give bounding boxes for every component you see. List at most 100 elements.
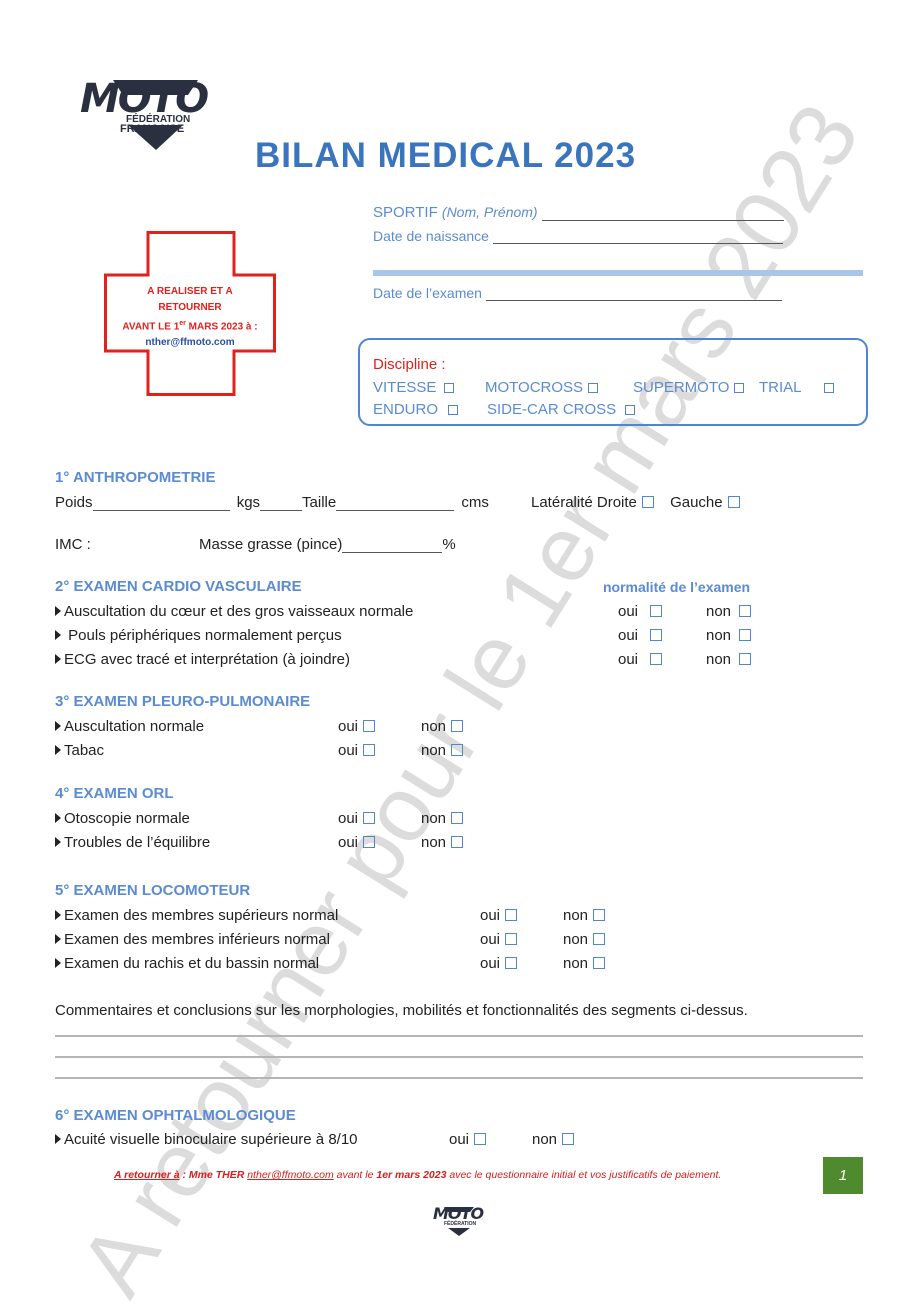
comment-line-1[interactable] — [55, 1035, 863, 1037]
poids-field[interactable] — [92, 496, 230, 511]
cardio-oui-2[interactable]: oui — [618, 627, 663, 644]
checkbox-icon[interactable] — [823, 383, 834, 393]
checkbox-icon[interactable] — [650, 653, 663, 665]
orl-oui-2[interactable]: oui — [338, 834, 376, 851]
discipline-motocross[interactable]: MOTOCROSS — [485, 379, 599, 396]
loco-item-2: Examen des membres inférieurs normal — [55, 931, 330, 948]
cardio-non-3[interactable]: non — [706, 651, 752, 668]
footer-logo-text: MOTO — [433, 1204, 484, 1223]
arrow-right-icon — [55, 654, 61, 664]
checkbox-icon[interactable] — [448, 405, 459, 415]
checkbox-icon[interactable] — [444, 383, 455, 393]
loco-item-1: Examen des membres supérieurs normal — [55, 907, 338, 924]
pleuro-oui-2[interactable]: oui — [338, 742, 376, 759]
checkbox-icon[interactable] — [562, 1133, 575, 1145]
footer-logo-sub: FÉDÉRATION — [444, 1221, 477, 1227]
gauche-checkbox[interactable] — [727, 496, 740, 508]
pleuro-oui-1[interactable]: oui — [338, 718, 376, 735]
arrow-right-icon — [55, 958, 61, 968]
checkbox-icon[interactable] — [363, 720, 376, 732]
section-locomoteur: 5° EXAMEN LOCOMOTEUR — [55, 882, 251, 899]
birth-field[interactable]: Date de naissance — [373, 228, 783, 244]
checkbox-icon[interactable] — [593, 957, 606, 969]
pleuro-item-1: Auscultation normale — [55, 718, 204, 735]
red-cross: A REALISER ET A RETOURNER AVANT LE 1er M… — [104, 231, 276, 396]
loco-non-2[interactable]: non — [563, 931, 606, 948]
discipline-enduro[interactable]: ENDURO — [373, 401, 459, 418]
discipline-box — [358, 338, 868, 426]
exam-date-field[interactable]: Date de l’examen — [373, 285, 782, 301]
checkbox-icon[interactable] — [593, 909, 606, 921]
loco-item-3: Examen du rachis et du bassin normal — [55, 955, 319, 972]
checkbox-icon[interactable] — [588, 383, 599, 393]
section-anthropometrie: 1° ANTHROPOMETRIE — [55, 469, 216, 486]
checkbox-icon[interactable] — [451, 836, 464, 848]
arrow-right-icon — [55, 934, 61, 944]
checkbox-icon[interactable] — [451, 744, 464, 756]
section-cardio: 2° EXAMEN CARDIO VASCULAIRE — [55, 578, 302, 595]
loco-oui-1[interactable]: oui — [480, 907, 518, 924]
loco-non-1[interactable]: non — [563, 907, 606, 924]
sportif-field[interactable]: SPORTIF (Nom, Prénom) — [373, 204, 784, 221]
checkbox-icon[interactable] — [363, 744, 376, 756]
orl-item-2: Troubles de l’équilibre — [55, 834, 210, 851]
ophtalmo-non-1[interactable]: non — [532, 1131, 575, 1148]
checkbox-icon[interactable] — [625, 405, 636, 415]
discipline-sidecar[interactable]: SIDE-CAR CROSS — [487, 401, 636, 418]
sportif-line[interactable] — [541, 206, 784, 221]
orl-oui-1[interactable]: oui — [338, 810, 376, 827]
checkbox-icon[interactable] — [650, 605, 663, 617]
sportif-label: SPORTIF — [373, 204, 438, 221]
page-number: 1 — [838, 1167, 848, 1184]
loco-oui-2[interactable]: oui — [480, 931, 518, 948]
orl-non-1[interactable]: non — [421, 810, 464, 827]
blue-separator — [373, 270, 863, 276]
ophtalmo-oui-1[interactable]: oui — [449, 1131, 487, 1148]
checkbox-icon[interactable] — [363, 812, 376, 824]
comment-line-3[interactable] — [55, 1077, 863, 1079]
logo-sub1: FÉDÉRATION — [126, 114, 191, 125]
loco-oui-3[interactable]: oui — [480, 955, 518, 972]
cardio-oui-3[interactable]: oui — [618, 651, 663, 668]
loco-non-3[interactable]: non — [563, 955, 606, 972]
checkbox-icon[interactable] — [739, 605, 752, 617]
comment-line-2[interactable] — [55, 1056, 863, 1058]
cardio-item-1: Auscultation du cœur et des gros vaissea… — [55, 603, 413, 620]
arrow-right-icon — [55, 745, 61, 755]
checkbox-icon[interactable] — [505, 957, 518, 969]
cardio-oui-1[interactable]: oui — [618, 603, 663, 620]
discipline-supermoto[interactable]: SUPERMOTO — [633, 379, 745, 396]
checkbox-icon[interactable] — [650, 629, 663, 641]
checkbox-icon[interactable] — [363, 836, 376, 848]
droite-checkbox[interactable] — [641, 496, 654, 508]
checkbox-icon[interactable] — [505, 933, 518, 945]
pleuro-non-2[interactable]: non — [421, 742, 464, 759]
cardio-item-2: Pouls périphériques normalement perçus — [55, 627, 342, 644]
masse-field[interactable] — [342, 538, 443, 553]
cross-line3: AVANT LE 1er MARS 2023 à : — [122, 320, 258, 333]
checkbox-icon[interactable] — [505, 909, 518, 921]
checkbox-icon[interactable] — [739, 653, 752, 665]
page-number-badge: 1 — [823, 1157, 863, 1194]
checkbox-icon[interactable] — [739, 629, 752, 641]
cardio-non-1[interactable]: non — [706, 603, 752, 620]
logo-text: MOTO — [80, 76, 209, 122]
pleuro-non-1[interactable]: non — [421, 718, 464, 735]
exam-date-line[interactable] — [485, 286, 782, 301]
footer-email[interactable]: nther@ffmoto.com — [247, 1169, 334, 1181]
checkbox-icon[interactable] — [451, 720, 464, 732]
taille-field[interactable] — [336, 496, 455, 511]
sportif-hint: (Nom, Prénom) — [441, 204, 538, 220]
discipline-vitesse[interactable]: VITESSE — [373, 379, 455, 396]
checkbox-icon[interactable] — [593, 933, 606, 945]
birth-line[interactable] — [492, 229, 783, 244]
discipline-trial[interactable]: TRIAL — [759, 379, 834, 396]
checkbox-icon[interactable] — [734, 383, 745, 393]
checkbox-icon[interactable] — [474, 1133, 487, 1145]
checkbox-icon[interactable] — [451, 812, 464, 824]
exam-date-label: Date de l’examen — [373, 285, 482, 301]
arrow-right-icon — [55, 630, 61, 640]
orl-non-2[interactable]: non — [421, 834, 464, 851]
cardio-non-2[interactable]: non — [706, 627, 752, 644]
cross-email[interactable]: nther@ffmoto.com — [145, 337, 235, 349]
